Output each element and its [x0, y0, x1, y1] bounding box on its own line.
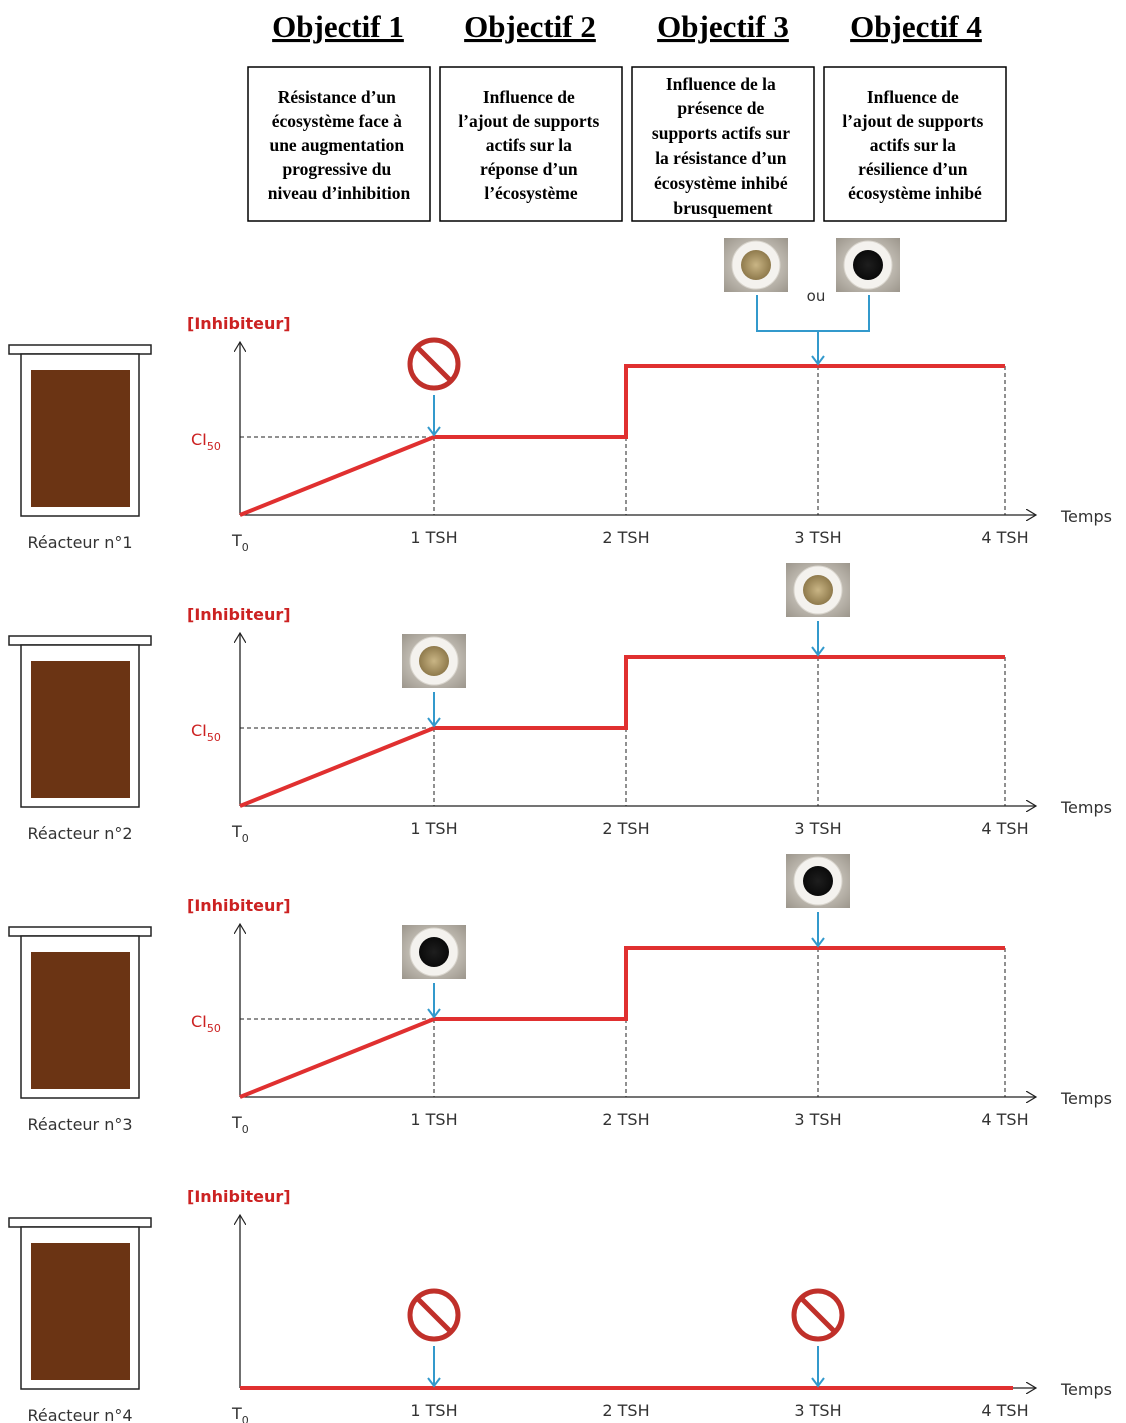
- ci50-label: CI50: [191, 430, 221, 453]
- objective-3-box: [631, 66, 815, 222]
- reactor-vessel: [8, 635, 152, 808]
- t0-label: T0: [231, 531, 249, 554]
- x-axis-label: Temps: [1060, 507, 1112, 526]
- tick-label: 3 TSH: [794, 819, 841, 838]
- objective-2: Objectif 2 Influence de l’ajout de suppo…: [439, 9, 623, 222]
- tick-label: 2 TSH: [602, 1401, 649, 1420]
- t0-label: T0: [231, 1404, 249, 1423]
- light-support-photo: [402, 634, 466, 688]
- no-addition-icon: [407, 337, 461, 391]
- tick-label: 1 TSH: [410, 528, 457, 547]
- or-label: ou: [807, 287, 826, 305]
- addition-arrow: [811, 331, 825, 366]
- inhibitor-profile-line: [239, 946, 1005, 1099]
- reactor-contents: [31, 661, 130, 798]
- reactor-contents: [31, 1243, 130, 1380]
- ci50-label: CI50: [191, 721, 221, 744]
- t0-label: T0: [231, 1113, 249, 1136]
- objective-3-description: Influence de la présence de supports act…: [652, 74, 794, 218]
- light-support-photo: [786, 563, 850, 617]
- objective-2-box: [439, 66, 623, 222]
- objective-3: Objectif 3 Influence de la présence de s…: [631, 9, 815, 222]
- no-addition-icon: [791, 1288, 845, 1342]
- inhibitor-profile-line: [239, 364, 1005, 517]
- inhibitor-profile-line: [239, 655, 1005, 808]
- objective-4-box: [823, 66, 1007, 222]
- objective-1-title: Objectif 1: [272, 9, 404, 44]
- tick-label: 1 TSH: [410, 1110, 457, 1129]
- objective-2-title: Objectif 2: [464, 9, 596, 44]
- reactor-label: Réacteur n°1: [27, 533, 132, 552]
- light-support-photo: [724, 238, 788, 292]
- objective-1: Objectif 1 Résistance d’un écosystème fa…: [247, 9, 431, 222]
- reactor-label: Réacteur n°4: [27, 1406, 132, 1423]
- objective-4-title: Objectif 4: [850, 9, 982, 44]
- y-axis-label: [Inhibiteur]: [187, 896, 291, 915]
- tick-label: 4 TSH: [981, 528, 1028, 547]
- objective-1-description: Résistance d’un écosystème face à une au…: [268, 87, 411, 203]
- x-axis-label: Temps: [1060, 798, 1112, 817]
- x-axis-label: Temps: [1060, 1089, 1112, 1108]
- choice-bracket: [756, 295, 870, 332]
- t0-label: T0: [231, 822, 249, 845]
- reactor-vessel: [8, 1217, 152, 1390]
- addition-arrow: [811, 1346, 825, 1388]
- tick-label: 1 TSH: [410, 1401, 457, 1420]
- ci50-label: CI50: [191, 1012, 221, 1035]
- y-axis-label: [Inhibiteur]: [187, 1187, 291, 1206]
- no-addition-icon: [407, 1288, 461, 1342]
- tick-label: 3 TSH: [794, 1110, 841, 1129]
- tick-label: 4 TSH: [981, 1110, 1028, 1129]
- addition-arrow: [427, 692, 441, 728]
- objective-4: Objectif 4 Influence de l’ajout de suppo…: [823, 9, 1007, 222]
- tick-label: 2 TSH: [602, 528, 649, 547]
- dark-support-photo: [836, 238, 900, 292]
- objective-3-title: Objectif 3: [657, 9, 789, 44]
- tick-label: 2 TSH: [602, 1110, 649, 1129]
- tick-label: 1 TSH: [410, 819, 457, 838]
- addition-arrow: [427, 395, 441, 437]
- addition-arrow: [811, 621, 825, 657]
- reactor-vessel: [8, 926, 152, 1099]
- reactor-label: Réacteur n°3: [27, 1115, 132, 1134]
- dark-support-photo: [786, 854, 850, 908]
- tick-label: 2 TSH: [602, 819, 649, 838]
- tick-label: 4 TSH: [981, 1401, 1028, 1420]
- reactor-vessel: [8, 344, 152, 517]
- addition-arrow: [427, 983, 441, 1019]
- objective-2-description: Influence de l’ajout de supports actifs …: [458, 87, 603, 203]
- reactor-label: Réacteur n°2: [27, 824, 132, 843]
- objective-4-description: Influence de l’ajout de supports actifs …: [842, 87, 987, 203]
- tick-label: 3 TSH: [794, 528, 841, 547]
- y-axis-label: [Inhibiteur]: [187, 605, 291, 624]
- reactor-contents: [31, 952, 130, 1089]
- tick-label: 3 TSH: [794, 1401, 841, 1420]
- tick-label: 4 TSH: [981, 819, 1028, 838]
- x-axis-label: Temps: [1060, 1380, 1112, 1399]
- objective-1-box: [247, 66, 431, 222]
- objectives-header: Objectif 1 Résistance d’un écosystème fa…: [247, 9, 1007, 222]
- addition-arrow: [427, 1346, 441, 1388]
- addition-arrow: [811, 912, 825, 948]
- reactor-contents: [31, 370, 130, 507]
- dark-support-photo: [402, 925, 466, 979]
- y-axis-label: [Inhibiteur]: [187, 314, 291, 333]
